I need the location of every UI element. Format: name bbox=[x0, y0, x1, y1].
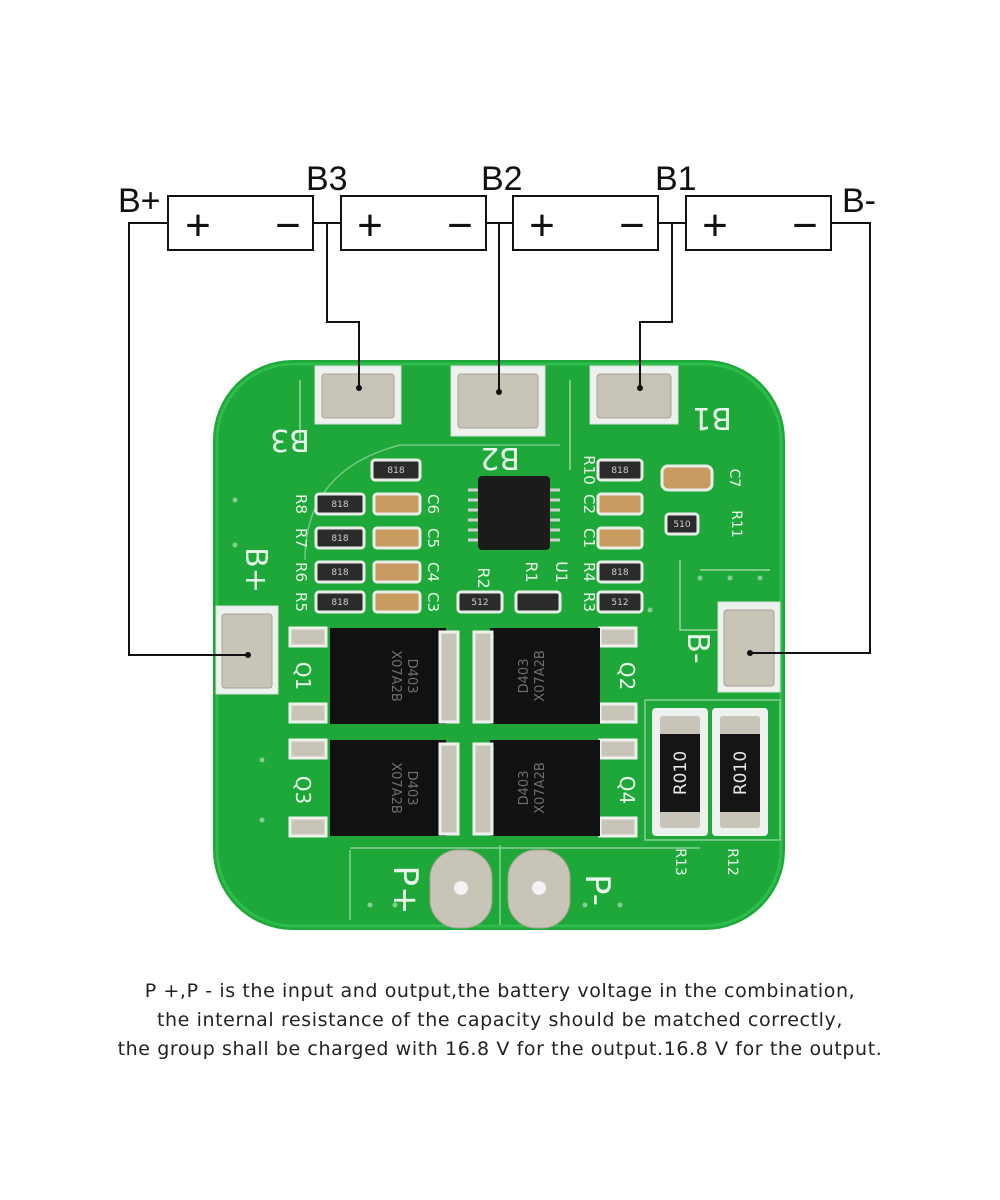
mosfet-mark-q4: D403 bbox=[517, 771, 532, 806]
cell-4-positive: + bbox=[702, 201, 728, 250]
wire-b3 bbox=[326, 223, 360, 388]
silk-c4: C4 bbox=[424, 562, 442, 582]
resistor-code-r11: 510 bbox=[673, 520, 690, 530]
mosfet-mark-q1: D403 bbox=[404, 659, 419, 694]
pad-b-minus bbox=[717, 601, 781, 693]
silk-c6: C6 bbox=[424, 494, 442, 514]
cell-2-positive: + bbox=[357, 201, 383, 250]
silk-q1: Q1 bbox=[291, 662, 315, 690]
mosfet-mark-q3: D403 bbox=[404, 771, 419, 806]
silk-p-plus: P+ bbox=[385, 866, 425, 915]
mosfet-code-q3: X07A2B bbox=[388, 762, 403, 814]
terminal-labels: B+ B3 B2 B1 B- bbox=[118, 160, 876, 220]
resistor-code-r7: 818 bbox=[331, 534, 348, 544]
silk-r10: R10 bbox=[580, 455, 598, 485]
resistor-code-r2: 512 bbox=[471, 598, 488, 608]
caption-line-2: the internal resistance of the capacity … bbox=[156, 1009, 843, 1031]
mosfet-q1 bbox=[288, 626, 460, 724]
resistor-code-r4: 818 bbox=[611, 568, 628, 578]
silk-c7: C7 bbox=[726, 469, 742, 488]
pad-p-plus bbox=[429, 849, 493, 929]
shunt-value-r12: R010 bbox=[731, 751, 751, 795]
mosfet-code-q2: X07A2B bbox=[533, 650, 548, 702]
caption-line-1: P +,P - is the input and output,the batt… bbox=[144, 980, 856, 1002]
smd-caps-left bbox=[372, 492, 422, 614]
silk-r8: R8 bbox=[292, 494, 310, 514]
battery-cell-3: + − bbox=[512, 195, 659, 251]
silk-r12: R12 bbox=[724, 848, 740, 876]
mosfet-q2 bbox=[472, 626, 638, 724]
silk-b1: B1 bbox=[692, 400, 732, 435]
resistor-code-r6: 818 bbox=[331, 568, 348, 578]
label-b-minus: B- bbox=[842, 182, 876, 220]
smd-caps-right bbox=[596, 464, 714, 550]
label-b3: B3 bbox=[306, 160, 348, 198]
battery-cell-1: + − bbox=[167, 195, 314, 251]
label-b-plus: B+ bbox=[118, 182, 161, 220]
silk-r7: R7 bbox=[292, 528, 310, 548]
silk-r11: R11 bbox=[728, 510, 744, 538]
cell-3-positive: + bbox=[529, 201, 555, 250]
resistor-code-r10: 818 bbox=[611, 466, 628, 476]
pad-p-minus bbox=[507, 849, 571, 929]
pad-b-plus bbox=[215, 605, 279, 695]
smd-right-column bbox=[456, 458, 700, 614]
silk-b-plus: B+ bbox=[238, 547, 273, 593]
mosfet-code-q1: X07A2B bbox=[388, 650, 403, 702]
silk-r2: R2 bbox=[474, 567, 493, 588]
silk-r6: R6 bbox=[292, 562, 310, 582]
resistor-code-r3: 512 bbox=[611, 598, 628, 608]
u1-ic-chip bbox=[468, 476, 560, 550]
battery-cell-4: + − bbox=[685, 195, 832, 251]
label-b2: B2 bbox=[481, 160, 523, 198]
cell-1-positive: + bbox=[185, 201, 211, 250]
resistor-code-r9: 818 bbox=[387, 466, 404, 476]
pad-b1 bbox=[589, 365, 679, 425]
silk-c2: C2 bbox=[580, 494, 598, 514]
wiring bbox=[128, 222, 871, 658]
resistor-code-r5: 818 bbox=[331, 598, 348, 608]
mosfet-q3 bbox=[288, 738, 460, 838]
silk-u1: U1 bbox=[552, 561, 571, 583]
shunt-value-r13: R010 bbox=[671, 751, 691, 795]
wire-b-plus bbox=[128, 222, 248, 656]
silk-b2: B2 bbox=[480, 440, 520, 475]
silk-r13: R13 bbox=[672, 848, 688, 876]
shunt-resistor-r13 bbox=[652, 708, 708, 836]
silk-q4: Q4 bbox=[615, 776, 639, 804]
wire-b1 bbox=[639, 223, 673, 388]
cell-4-negative: − bbox=[792, 201, 818, 250]
shunt-resistor-r12 bbox=[712, 708, 768, 836]
silk-r3: R3 bbox=[580, 592, 598, 612]
silk-q3: Q3 bbox=[291, 776, 315, 804]
silk-p-minus: P- bbox=[577, 874, 617, 906]
silk-c5: C5 bbox=[424, 528, 442, 548]
silk-q2: Q2 bbox=[615, 662, 639, 690]
silk-r1: R1 bbox=[522, 561, 541, 582]
silk-r5: R5 bbox=[292, 592, 310, 612]
mosfet-q4 bbox=[472, 738, 638, 838]
mosfet-mark-q2: D403 bbox=[517, 659, 532, 694]
battery-cells: + − + − + − + − bbox=[167, 195, 832, 251]
silkscreen-labels: B3 B2 B1 B+ B- P+ P- Q1 Q2 Q3 Q4 D403 X0… bbox=[238, 400, 751, 915]
wire-b-minus bbox=[750, 222, 871, 654]
caption-line-3: the group shall be charged with 16.8 V f… bbox=[117, 1038, 883, 1060]
silk-c1: C1 bbox=[580, 528, 598, 548]
mosfet-code-q4: X07A2B bbox=[533, 762, 548, 814]
cell-1-negative: − bbox=[275, 201, 301, 250]
resistor-code-r8: 818 bbox=[331, 500, 348, 510]
silk-c3: C3 bbox=[424, 592, 442, 612]
smd-left-column bbox=[314, 458, 422, 614]
battery-cell-2: + − bbox=[340, 195, 487, 251]
cell-3-negative: − bbox=[619, 201, 645, 250]
silk-b-minus: B- bbox=[680, 632, 715, 663]
cell-2-negative: − bbox=[447, 201, 473, 250]
silk-b3: B3 bbox=[270, 422, 310, 457]
label-b1: B1 bbox=[655, 160, 697, 198]
silk-r4: R4 bbox=[580, 562, 598, 582]
